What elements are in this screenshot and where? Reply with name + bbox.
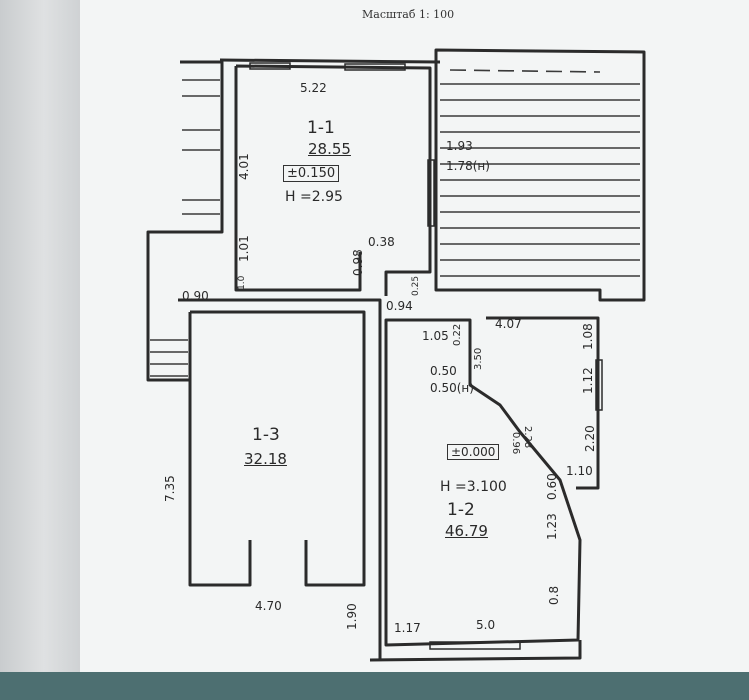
room-1-1-level: ±0.150 — [283, 165, 340, 182]
terrace-hatching — [440, 69, 640, 277]
scale-title: Масштаб 1: 100 — [362, 8, 455, 21]
dim-bottom-left: 1.90 — [345, 603, 359, 630]
dim-bottom-a: 1.17 — [394, 621, 421, 635]
binding-margin — [0, 0, 80, 680]
dim-door-gap: 0.38 — [368, 235, 395, 249]
dim-diag: 0.94 — [386, 299, 413, 313]
dim-right-d: 1.10 — [566, 464, 593, 478]
dim-bottom-b: 5.0 — [476, 618, 496, 632]
room-1-2-level: ±0.000 — [447, 444, 500, 460]
dim-angled-a: 2.28 — [522, 426, 533, 449]
dim-terrace-b: 1.78(н) — [446, 159, 490, 173]
dim-room1-side-lower: 1.01 — [237, 235, 251, 262]
dim-partition: 0.98 — [351, 249, 365, 276]
dim-angled-b: 0.96 — [510, 432, 521, 455]
dim-room3-width: 4.70 — [255, 599, 282, 613]
room-1-1-id: 1-1 — [307, 118, 335, 138]
room-1-2-id: 1-2 — [447, 500, 475, 520]
dim-left-gap: 0.90 — [182, 289, 209, 303]
dim-step-a: 1.05 — [422, 329, 449, 343]
dim-inner-b: 0.50(н) — [430, 381, 474, 395]
room-1-3-walls — [188, 310, 366, 587]
room-1-2-height: H =3.100 — [440, 479, 507, 495]
room-1-2-area: 46.79 — [445, 522, 488, 540]
dim-right-c: 2.20 — [583, 425, 597, 452]
room-1-1-outer — [219, 58, 441, 64]
windows — [249, 62, 603, 650]
dim-inner-a: 0.50 — [430, 364, 457, 378]
room-1-3-area: 32.18 — [244, 450, 287, 468]
dim-top-width: 5.22 — [300, 81, 327, 95]
dim-inner-top: 4.07 — [495, 317, 522, 331]
dim-room1-side: 4.01 — [237, 153, 251, 180]
dim-room3-height: 7.35 — [163, 475, 177, 502]
dim-right-f: 1.23 — [545, 513, 559, 540]
dim-room1-small: 1.0 — [237, 275, 247, 290]
terrace-outline — [434, 48, 646, 302]
porch-stairs — [150, 79, 220, 377]
dim-step-b: 0.22 — [452, 323, 463, 346]
bottom-background — [0, 672, 749, 700]
room-1-2-bottom-outer — [369, 640, 582, 662]
dim-right-g: 0.8 — [547, 585, 561, 605]
porch-outline — [146, 60, 224, 382]
room-1-2-right — [486, 316, 600, 490]
room-1-1-height: H =2.95 — [285, 189, 343, 205]
dim-inner-c: 3.50 — [473, 347, 484, 370]
dim-right-e: 0.60 — [545, 473, 559, 500]
dim-right-b: 1.12 — [581, 367, 595, 394]
room-1-3-outer — [178, 298, 382, 660]
room-1-3-id: 1-3 — [252, 425, 280, 445]
floor-plan — [146, 48, 646, 662]
room-1-1-walls — [234, 64, 432, 296]
room-1-1-area: 28.55 — [308, 140, 351, 158]
dim-right-a: 1.08 — [581, 323, 595, 350]
dim-corner-small: 0.25 — [411, 275, 421, 296]
dim-terrace-a: 1.93 — [446, 139, 473, 153]
